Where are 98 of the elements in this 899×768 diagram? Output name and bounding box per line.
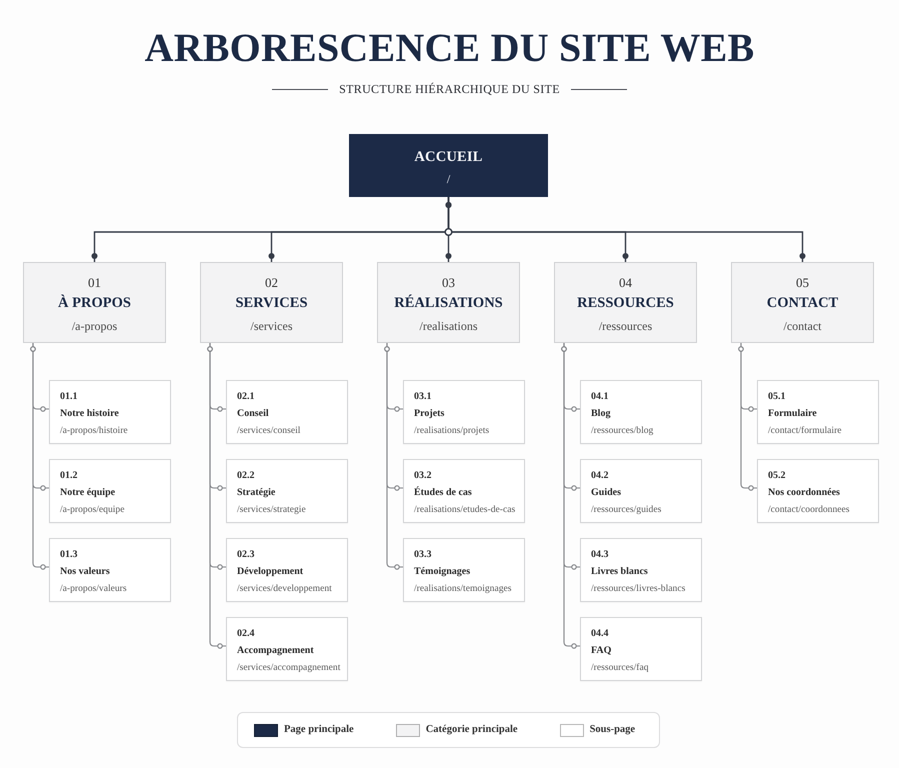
category-box [200,262,343,343]
subpage-title: Formulaire [768,407,817,421]
subpage-path: /a-propos/equipe [60,503,124,517]
subpage-path: /contact/coordonnees [768,503,850,517]
subpage-number: 02.3 [237,548,254,562]
category-number: 02 [265,274,278,292]
category-number: 05 [796,274,809,292]
subpage-box [580,617,702,681]
subpage-path: /services/developpement [237,582,332,596]
subpage-path: /ressources/guides [591,503,662,517]
category-number: 04 [619,274,632,292]
category-title: À PROPOS [58,294,131,313]
connector-line [446,197,806,262]
subpage-box [49,459,171,523]
diagram-subtitle: STRUCTURE HIÉRARCHIQUE DU SITE [339,81,560,98]
subpage-title: Blog [591,407,610,421]
category-number: 03 [442,274,455,292]
legend-label: Catégorie principale [426,723,518,737]
subpage-number: 03.2 [414,469,432,483]
subpage-path: /ressources/blog [591,424,654,438]
subpage-box [580,459,702,523]
subpage-title: FAQ [591,644,612,658]
category-box [23,262,166,343]
category-title: CONTACT [766,294,838,313]
category-number: 01 [88,274,101,292]
legend-label: Page principale [284,723,354,737]
category-box [554,262,697,343]
subpage-box [403,538,525,602]
subpage-path: /ressources/livres-blancs [591,582,686,596]
subpage-title: Développement [237,565,304,579]
connector-line [30,343,49,570]
connector-line [384,343,403,570]
subpage-box [757,459,879,523]
page-title: ACCUEIL [414,148,483,167]
subpage-title: Projets [414,407,444,421]
subpage-box [757,380,879,444]
subpage-number: 03.3 [414,548,432,562]
connector-line [561,343,580,649]
subpage-number: 01.3 [60,548,78,562]
subpage-box [403,380,525,444]
subpage-title: Livres blancs [591,565,648,579]
legend-label: Sous-page [590,723,636,737]
subpage-box [403,459,525,523]
subpage-title: Notre équipe [60,486,116,500]
page-path: / [446,171,450,188]
subpage-title: Nos coordonnées [768,486,840,500]
subpage-number: 04.3 [591,548,608,562]
subpage-number: 01.1 [60,390,78,404]
subpage-number: 02.4 [237,627,254,641]
category-path: /realisations [420,318,478,335]
subpage-number: 02.1 [237,390,254,404]
subpage-box [226,380,348,444]
category-title: SERVICES [235,294,308,313]
subpage-number: 05.2 [768,469,786,483]
subpage-number: 04.1 [591,390,608,404]
subpage-box [580,538,702,602]
subpage-title: Témoignages [414,565,470,579]
category-path: /a-propos [72,318,118,335]
subpage-box [226,538,348,602]
subpage-path: /realisations/projets [414,424,490,438]
subpage-box [580,380,702,444]
category-box [377,262,520,343]
subpage-number: 04.4 [591,627,608,641]
home-page-box [349,134,548,197]
subpage-title: Guides [591,486,622,500]
subpage-box [226,459,348,523]
subpage-number: 05.1 [768,390,786,404]
category-path: /services [250,318,292,335]
subpage-number: 04.2 [591,469,608,483]
category-path: /ressources [598,318,652,335]
subpage-title: Notre histoire [60,407,119,421]
subpage-path: /ressources/faq [591,661,649,675]
category-path: /contact [784,318,822,335]
subpage-box [49,380,171,444]
subpage-title: Stratégie [237,486,276,500]
subpage-path: /a-propos/histoire [60,424,128,438]
subpage-path: /realisations/etudes-de-cas [414,503,516,517]
subpage-box [226,617,348,681]
subpage-title: Études de cas [414,485,472,500]
subpage-title: Accompagnement [237,644,314,658]
subpage-path: /services/accompagnement [237,661,340,675]
subpage-path: /services/strategie [237,503,306,517]
connector-line [207,343,226,649]
subpage-number: 02.2 [237,469,254,483]
subpage-box [49,538,171,602]
subpage-number: 01.2 [60,469,78,483]
subpage-path: /contact/formulaire [768,424,842,438]
subpage-title: Nos valeurs [60,565,110,579]
subpage-path: /realisations/temoignages [414,582,512,596]
diagram-title: ARBORESCENCE DU SITE WEB [144,24,754,72]
category-title: RÉALISATIONS [394,294,503,313]
connector-line [738,343,757,491]
subpage-path: /a-propos/valeurs [60,582,127,596]
subpage-number: 03.1 [414,390,432,404]
subpage-path: /services/conseil [237,424,300,438]
category-title: RESSOURCES [577,294,674,313]
category-box [731,262,874,343]
subpage-title: Conseil [237,407,269,421]
